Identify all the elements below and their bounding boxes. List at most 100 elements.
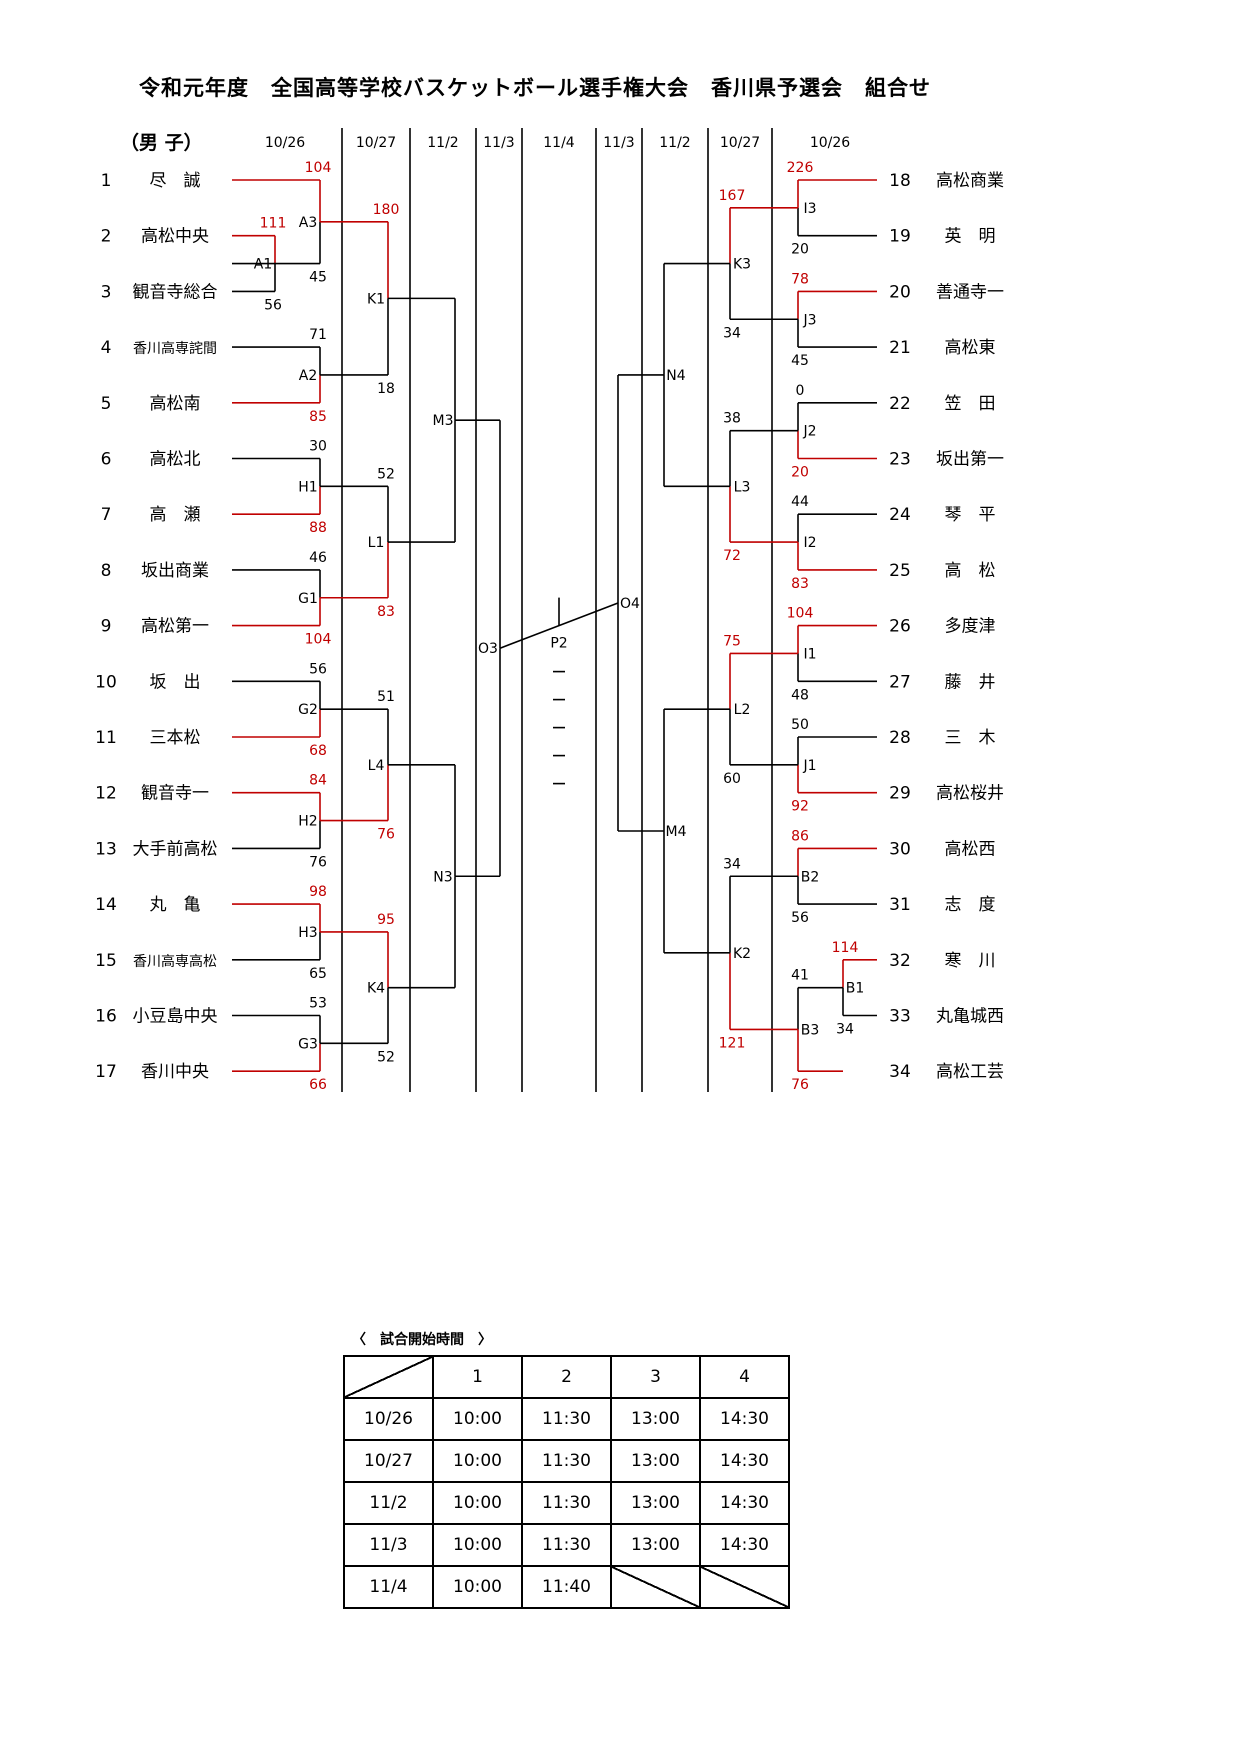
game-id: L2	[734, 702, 751, 718]
score: 46	[309, 550, 327, 566]
team-name: 高松北	[150, 450, 201, 470]
schedule-date: 10/26	[343, 1397, 434, 1441]
game-id: A1	[254, 257, 272, 273]
score: 111	[260, 216, 287, 232]
schedule-row: 10/26 10:00 11:30 13:00 14:30	[343, 1397, 790, 1441]
team-number: 13	[95, 839, 117, 859]
game-id: G1	[298, 591, 318, 607]
score: 75	[723, 633, 741, 649]
schedule-time: 11:30	[521, 1481, 612, 1525]
game-id: B1	[846, 981, 865, 997]
score: 56	[309, 661, 327, 677]
game-id: M4	[666, 824, 687, 840]
team-number: 14	[95, 895, 117, 915]
team-name: 香川中央	[141, 1062, 209, 1082]
score: 76	[309, 854, 327, 870]
game-id: H1	[298, 479, 317, 495]
game-id: I1	[803, 646, 816, 662]
round-date: 11/3	[483, 135, 514, 151]
team-number: 4	[101, 338, 112, 358]
schedule-empty-cell	[610, 1565, 701, 1609]
division-label: （男 子）	[120, 132, 203, 154]
team-number: 27	[889, 672, 911, 692]
score: 44	[791, 494, 809, 510]
score: 180	[373, 202, 400, 218]
team-name: 善通寺一	[936, 282, 1004, 302]
team-name: 三本松	[150, 728, 201, 748]
schedule-time: 11:30	[521, 1439, 612, 1483]
schedule-row: 11/4 10:00 11:40	[343, 1565, 790, 1609]
team-name: 英 明	[945, 227, 996, 247]
team-number: 28	[889, 728, 911, 748]
schedule-row: 11/3 10:00 11:30 13:00 14:30	[343, 1523, 790, 1567]
score: 45	[309, 270, 327, 286]
team-name: 観音寺総合	[133, 282, 218, 302]
team-number: 32	[889, 951, 911, 971]
score: 38	[723, 411, 741, 427]
score: 71	[309, 327, 327, 343]
score: 86	[791, 828, 809, 844]
score: 51	[377, 689, 395, 705]
team-number: 17	[95, 1062, 117, 1082]
game-id: J2	[802, 424, 816, 440]
round-date: 10/26	[810, 135, 850, 151]
score: 72	[723, 548, 741, 564]
game-id: K1	[367, 291, 385, 307]
team-name: 高松商業	[936, 171, 1004, 191]
team-number: 31	[889, 895, 911, 915]
score: 76	[791, 1077, 809, 1093]
score: 104	[787, 606, 814, 622]
team-number: 24	[889, 505, 911, 525]
team-name: 琴 平	[945, 505, 996, 525]
score: 121	[719, 1035, 746, 1051]
team-name: 三 木	[945, 728, 996, 748]
team-name: 大手前高松	[133, 839, 218, 859]
team-name: 笠 田	[945, 394, 996, 414]
game-id: K2	[733, 946, 751, 962]
team-number: 18	[889, 171, 911, 191]
team-name: 小豆島中央	[133, 1007, 218, 1027]
schedule-time: 13:00	[610, 1397, 701, 1441]
team-name: 坂出商業	[141, 561, 209, 581]
team-name: 高松西	[945, 839, 996, 859]
schedule-header: 1	[432, 1355, 523, 1399]
schedule-time: 14:30	[699, 1523, 790, 1567]
team-number: 16	[95, 1007, 117, 1027]
game-id: B3	[801, 1022, 820, 1038]
team-name: 香川高専詫間	[133, 340, 217, 357]
game-id: G3	[298, 1036, 318, 1052]
team-name: 高 瀬	[150, 505, 201, 525]
team-number: 21	[889, 338, 911, 358]
schedule-header: 3	[610, 1355, 701, 1399]
team-number: 25	[889, 561, 911, 581]
team-name: 尽 誠	[150, 171, 201, 191]
team-number: 30	[889, 839, 911, 859]
team-name: 高松中央	[141, 227, 209, 247]
team-number: 15	[95, 951, 117, 971]
schedule-time: 13:00	[610, 1439, 701, 1483]
game-id: K3	[733, 257, 751, 273]
game-id: I3	[803, 201, 816, 217]
score: 30	[309, 439, 327, 455]
schedule-time: 14:30	[699, 1481, 790, 1525]
score: 104	[305, 160, 332, 176]
schedule-header: 2	[521, 1355, 612, 1399]
score: 114	[832, 940, 859, 956]
team-name: 高 松	[945, 561, 996, 581]
team-name: 丸 亀	[150, 895, 201, 915]
score: 88	[309, 520, 327, 536]
score: 56	[264, 297, 282, 313]
game-id: A3	[299, 215, 317, 231]
game-id: L3	[734, 479, 751, 495]
schedule-date: 11/3	[343, 1523, 434, 1567]
team-name: 高松第一	[141, 617, 209, 637]
schedule-time: 10:00	[432, 1481, 523, 1525]
round-date: 10/27	[720, 135, 760, 151]
score: 92	[791, 799, 809, 815]
team-name: 観音寺一	[141, 784, 209, 804]
score: 98	[309, 884, 327, 900]
score: 50	[791, 717, 809, 733]
score: 34	[836, 1022, 854, 1038]
team-number: 1	[101, 171, 112, 191]
team-number: 12	[95, 784, 117, 804]
